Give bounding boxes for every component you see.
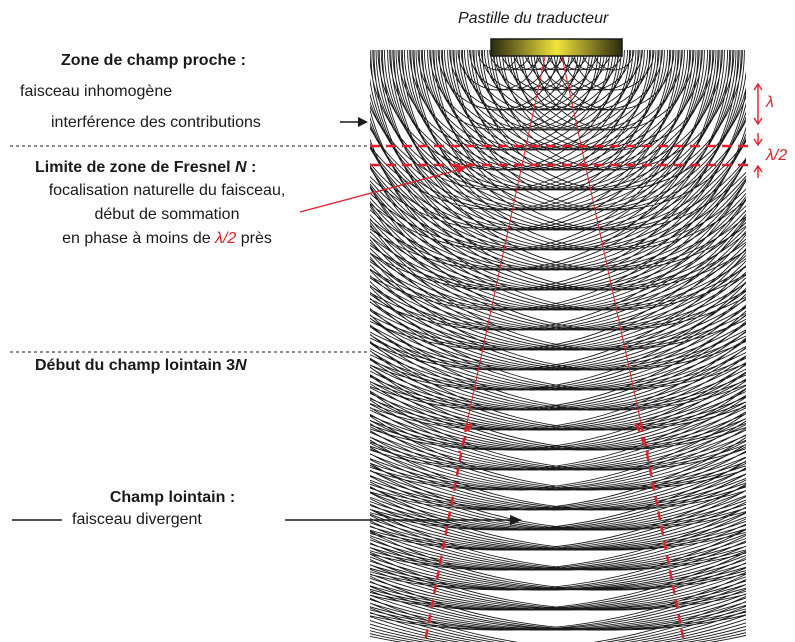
fresnel-line-1-text: focalisation naturelle du faisceau, xyxy=(48,182,286,199)
fresnel-line-3-pre: en phase à moins de xyxy=(62,230,216,247)
lambda-label: λ xyxy=(766,94,774,111)
far-field-start: Début du champ lointain 3N xyxy=(35,356,247,376)
near-field-heading: Zone de champ proche : xyxy=(61,52,246,69)
far-field-heading: Champ lointain : xyxy=(109,489,236,506)
fresnel-heading-text: Limite de zone de Fresnel xyxy=(35,159,236,176)
beam-marker-left xyxy=(457,422,473,454)
fresnel-heading: Limite de zone de Fresnel N : xyxy=(35,158,256,178)
interference-arrowhead xyxy=(358,117,368,127)
fresnel-symbol: N xyxy=(235,159,247,176)
wavefronts xyxy=(370,49,746,642)
half-lambda-label: λ/2 xyxy=(766,147,788,164)
beam-edge-left-far xyxy=(423,422,469,642)
near-field-line-2: interférence des contributions xyxy=(51,114,261,131)
beam-edge-right-near xyxy=(561,56,642,424)
fresnel-line-3-text: en phase à moins de λ/2 près xyxy=(2,229,332,249)
far-field-line-1-text: faisceau divergent xyxy=(72,511,202,528)
far-field-start-symbol: N xyxy=(235,357,247,374)
fresnel-line-2-text: début de sommation xyxy=(94,206,240,223)
fresnel-colon: : xyxy=(246,159,257,176)
near-field-line-1: faisceau inhomogène xyxy=(20,83,173,100)
arrows xyxy=(12,121,512,521)
half-lambda-symbol: λ/2 xyxy=(215,230,237,247)
fresnel-arrow xyxy=(299,169,459,213)
transducer-title: Pastille du traducteur xyxy=(458,10,609,27)
fresnel-line-3-post: près xyxy=(236,230,272,247)
far-field-arrowhead xyxy=(510,515,522,525)
fresnel-arrowhead xyxy=(455,164,467,174)
beam-marker-right xyxy=(634,422,650,454)
wavefront-arcs xyxy=(370,49,746,642)
beam-edge-right-far xyxy=(639,422,686,642)
lambda-dimension xyxy=(753,82,763,178)
beam-edge-left-near xyxy=(466,56,546,424)
transducer xyxy=(490,38,623,57)
far-field-start-text: Début du champ lointain 3 xyxy=(35,357,236,374)
